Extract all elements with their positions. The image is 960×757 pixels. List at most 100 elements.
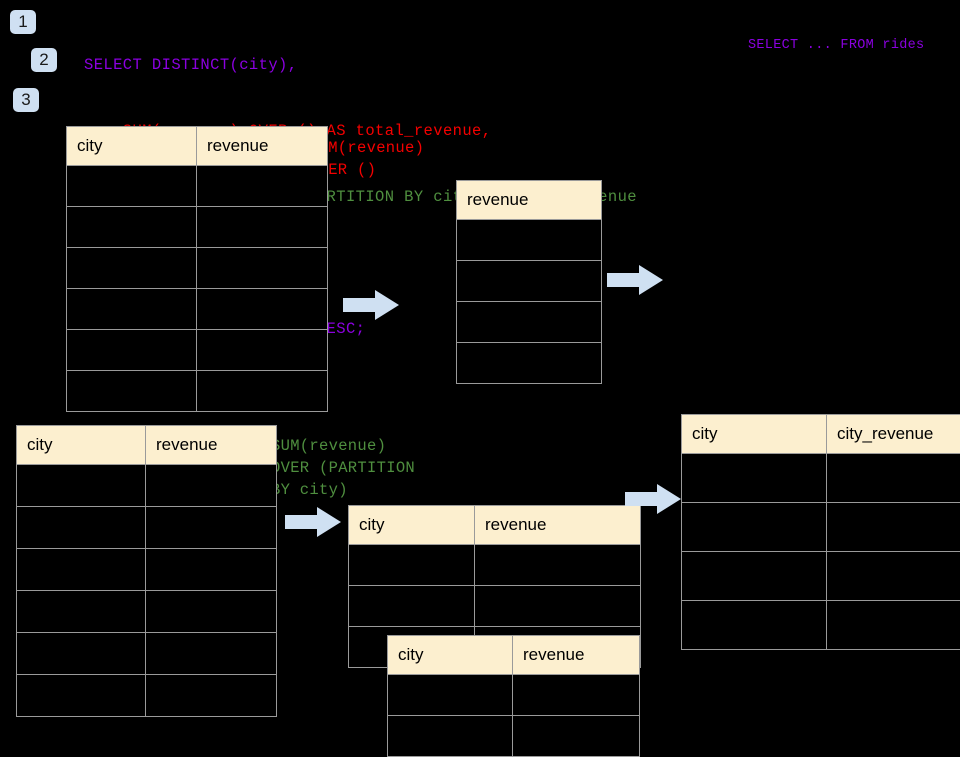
cell-city [388,675,513,716]
sql-line-select: SELECT DISTINCT(city), [84,54,637,76]
cell-city-revenue [827,552,960,601]
cell-revenue [146,507,277,549]
arrow-shaft [285,515,319,529]
table-partition-group-b: city revenue [387,635,640,757]
step-badge-2: 2 [31,48,57,72]
table-row [349,545,641,586]
column-header-revenue: revenue [146,426,277,465]
cell-city [67,371,197,412]
table-row [457,343,602,384]
cell-revenue [457,261,602,302]
table-row [457,261,602,302]
table-header-row: revenue [457,181,602,220]
cell-revenue [513,716,640,757]
cell-city [682,454,827,503]
table-row [682,552,960,601]
table-header-row: city revenue [388,636,640,675]
cell-revenue [146,549,277,591]
table-row [67,207,328,248]
column-header-city: city [682,415,827,454]
table-row [67,166,328,207]
arrow-right-icon [285,507,341,537]
cell-revenue [475,545,641,586]
table-row [17,507,277,549]
cell-city [17,507,146,549]
table-header-row: city revenue [349,506,641,545]
table-row [388,675,640,716]
table-row [17,465,277,507]
table-row [17,633,277,675]
table-row [17,591,277,633]
annotation-sum-over-partition: SUM(revenue) OVER (PARTITION BY city) [271,435,415,501]
cell-city-revenue [827,454,960,503]
cell-city [682,552,827,601]
column-header-city-revenue: city_revenue [827,415,960,454]
cell-city [67,248,197,289]
step-badge-3: 3 [13,88,39,112]
table-total-revenue: revenue [456,180,602,384]
cell-city [17,549,146,591]
arrow-right-icon [343,290,399,320]
table-row [349,586,641,627]
cell-city [67,166,197,207]
column-header-city: city [349,506,475,545]
cell-city [17,465,146,507]
cell-revenue [146,465,277,507]
cell-city [17,675,146,717]
cell-revenue [197,207,328,248]
column-header-revenue: revenue [457,181,602,220]
cell-revenue [513,675,640,716]
column-header-revenue: revenue [513,636,640,675]
table-row [67,330,328,371]
arrow-head [657,484,681,514]
table-row [682,454,960,503]
table-source-top: city revenue [66,126,328,412]
cell-city [682,503,827,552]
cell-revenue [197,248,328,289]
step-badge-1: 1 [10,10,36,34]
cell-revenue [197,371,328,412]
cell-city [17,633,146,675]
arrow-head [317,507,341,537]
cell-city-revenue [827,503,960,552]
cell-revenue [146,591,277,633]
table-header-row: city city_revenue [682,415,960,454]
table-row [67,289,328,330]
cell-revenue [197,330,328,371]
cell-city [67,289,197,330]
cell-city-revenue [827,601,960,650]
cell-city [388,716,513,757]
cell-city [67,330,197,371]
table-row [682,601,960,650]
cell-city [682,601,827,650]
cell-revenue [457,220,602,261]
table-row [457,302,602,343]
sql-note-select-from-rides: SELECT ... FROM rides [748,36,908,56]
table-row [388,716,640,757]
column-header-city: city [388,636,513,675]
cell-revenue [146,633,277,675]
column-header-revenue: revenue [197,127,328,166]
column-header-revenue: revenue [475,506,641,545]
arrow-right-icon [607,265,663,295]
column-header-city: city [17,426,146,465]
table-row [682,503,960,552]
arrow-head [375,290,399,320]
cell-revenue [197,166,328,207]
cell-city [349,545,475,586]
table-row [67,371,328,412]
table-header-row: city revenue [67,127,328,166]
table-row [17,549,277,591]
table-source-bottom: city revenue [16,425,277,717]
cell-revenue [457,302,602,343]
column-header-city: city [67,127,197,166]
arrow-head [639,265,663,295]
cell-city [349,586,475,627]
cell-revenue [146,675,277,717]
table-row [457,220,602,261]
cell-revenue [457,343,602,384]
cell-revenue [197,289,328,330]
table-row [67,248,328,289]
arrow-right-icon [625,484,681,514]
table-result: city city_revenue [681,414,960,650]
